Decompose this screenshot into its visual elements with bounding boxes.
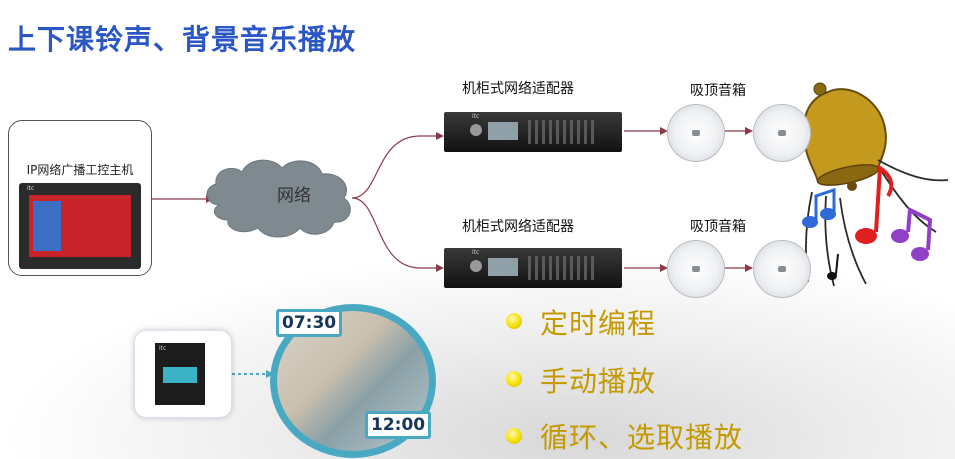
music-note-black-icon bbox=[827, 253, 839, 280]
end-time-badge: 12:00 bbox=[365, 411, 432, 439]
brand-logo: itc bbox=[27, 185, 35, 192]
rack-network-adapter-1: itc bbox=[444, 112, 622, 152]
industrial-pc-image: itc bbox=[19, 183, 141, 269]
feature-item-1: 定时编程 bbox=[540, 307, 657, 340]
host-label: IP网络广播工控主机 bbox=[26, 163, 134, 177]
bell-icon bbox=[802, 82, 887, 191]
feature-bullet bbox=[506, 428, 522, 444]
link-network-rack-2 bbox=[351, 197, 436, 269]
rack-adapter-label-1: 机柜式网络适配器 bbox=[462, 81, 574, 97]
ceiling-speaker-icon bbox=[753, 104, 811, 162]
ceiling-speaker-icon bbox=[667, 240, 725, 298]
ceiling-speaker-label-2: 吸顶音箱 bbox=[690, 219, 746, 235]
wall-panel-card: itc bbox=[134, 330, 232, 418]
rack-adapter-label-2: 机柜式网络适配器 bbox=[462, 219, 574, 235]
music-note-purple-icon bbox=[891, 206, 933, 261]
feature-bullet bbox=[506, 371, 522, 387]
rack-network-adapter-2: itc bbox=[444, 248, 622, 288]
start-time-badge: 07:30 bbox=[276, 309, 343, 337]
feature-item-3: 循环、选取播放 bbox=[540, 421, 744, 454]
host-computer-card: IP网络广播工控主机 itc bbox=[8, 120, 152, 276]
link-network-rack-1 bbox=[351, 135, 436, 199]
pc-screen bbox=[29, 195, 131, 257]
music-note-blue-icon bbox=[802, 187, 836, 228]
network-cloud bbox=[206, 159, 351, 238]
feature-item-2: 手动播放 bbox=[540, 365, 657, 398]
ceiling-speaker-icon bbox=[667, 104, 725, 162]
wall-panel-device: itc bbox=[155, 343, 205, 405]
network-label: 网络 bbox=[277, 186, 311, 206]
ceiling-speaker-label-1: 吸顶音箱 bbox=[690, 83, 746, 99]
feature-bullet bbox=[506, 313, 522, 329]
ceiling-speaker-icon bbox=[753, 240, 811, 298]
music-note-red-icon bbox=[855, 164, 894, 244]
page-title: 上下课铃声、背景音乐播放 bbox=[8, 23, 357, 56]
